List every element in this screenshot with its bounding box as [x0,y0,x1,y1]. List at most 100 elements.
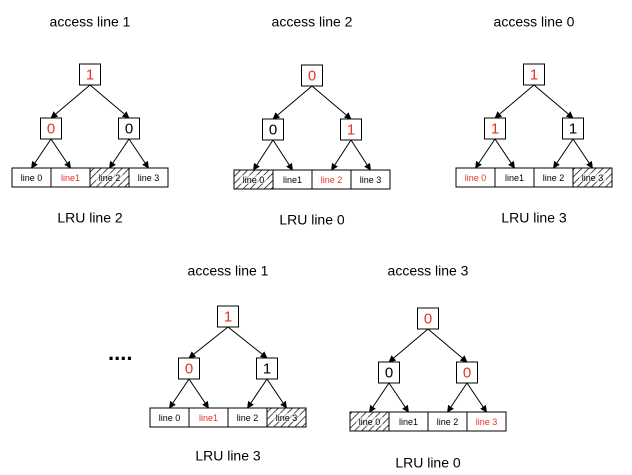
tree-arrow [311,85,352,120]
hatch-text-backing [356,417,383,426]
root-node-box [217,305,239,328]
access-title: access line 1 [188,263,269,279]
cache-line-label: line 2 [99,173,121,183]
right-node-box [256,357,278,380]
right-node-box [118,117,140,140]
tree-arrow [475,138,496,169]
right-node-value: 1 [347,121,355,138]
hatch-text-backing [273,413,300,422]
left-node-value: 0 [269,121,277,138]
cache-line-label: line 3 [138,173,160,183]
tree-arrow [50,84,91,119]
tree-arrow [447,382,468,413]
panel-4: access line 3 0 0 0 line 0 line1 line 2 line 3 L… [349,263,507,471]
lru-result: LRU line 3 [501,210,567,226]
tree-arrow [533,84,574,119]
tree-arrow [350,139,371,171]
tree-arrow [227,326,268,359]
tree-arrow [188,326,229,359]
tree-arrow [128,138,149,169]
tree-arrow [388,328,429,363]
cache-line-cell [466,411,507,432]
lru-result: LRU line 0 [279,212,345,228]
hatch-text-backing [579,173,606,182]
cache-line-label: line 0 [159,413,181,423]
ellipsis-text: .... [108,340,132,365]
root-node-box [523,63,545,86]
right-node-box [456,361,478,384]
panel-3: access line 1 1 0 1 line 0 line1 line 2 line 3 L… [149,263,307,464]
tree-arrow [188,378,209,409]
left-node-box [262,118,284,141]
access-title: access line 0 [494,14,575,30]
cache-line-label: line1 [505,173,524,183]
tree-arrow [31,138,52,169]
tree-arrow [494,84,535,119]
root-node-value: 0 [424,310,432,327]
cache-line-cell [128,167,169,188]
cache-line-label: line 0 [21,173,43,183]
tree-arrow [494,138,515,169]
tree-arrow [169,378,190,409]
tree-arrow [50,138,71,169]
left-node-value: 1 [491,120,499,137]
root-node-value: 1 [530,66,538,83]
cache-line-label: line 3 [276,413,298,423]
cache-line-label: line 0 [465,173,487,183]
root-node-box [301,64,323,87]
lru-result: LRU line 0 [395,455,461,471]
left-node-value: 0 [185,360,193,377]
left-node-box [178,357,200,380]
access-title: access line 2 [272,14,353,30]
access-title: access line 3 [388,263,469,279]
cache-line-label: line 2 [237,413,259,423]
root-node-value: 1 [224,308,232,325]
cache-line-label: line 0 [359,417,381,427]
cache-line-label: line 3 [360,175,382,185]
access-title: access line 1 [50,14,131,30]
root-node-box [417,307,439,330]
left-node-value: 0 [385,364,393,381]
tree-arrow [553,138,574,169]
right-node-box [340,118,362,141]
cache-line-label: line 2 [437,417,459,427]
tree-arrow [272,85,313,120]
tree-arrow [247,378,268,409]
panel-2: access line 0 1 1 1 line 0 line1 line 2 line 3 L… [455,14,613,226]
cache-line-label: line 3 [476,417,498,427]
tree-arrow [272,139,293,171]
root-node-value: 0 [308,67,316,84]
root-node-box [79,63,101,86]
cache-line-label: line1 [199,413,218,423]
tree-arrow [427,328,468,363]
lru-result: LRU line 2 [57,210,123,226]
tree-arrow [266,378,287,409]
tree-arrow [572,138,593,169]
tree-arrow [388,382,409,413]
right-node-value: 1 [569,120,577,137]
right-node-value: 1 [263,360,271,377]
tree-arrow [253,139,274,171]
tree-arrow [331,139,352,171]
cache-line-cell [350,169,391,190]
cache-line-label: line 3 [582,173,604,183]
cache-line-label: line 2 [321,175,343,185]
hatch-text-backing [240,175,267,184]
cache-line-label: line 2 [543,173,565,183]
cache-line-label: line1 [61,173,80,183]
cache-line-label: line1 [283,175,302,185]
cache-line-label: line1 [399,417,418,427]
lru-result: LRU line 3 [195,448,261,464]
left-node-value: 0 [47,120,55,137]
right-node-value: 0 [463,364,471,381]
right-node-box [562,117,584,140]
tree-arrow [466,382,487,413]
left-node-box [484,117,506,140]
hatch-text-backing [96,173,123,182]
tree-arrow [369,382,390,413]
left-node-box [40,117,62,140]
tree-arrow [89,84,130,119]
